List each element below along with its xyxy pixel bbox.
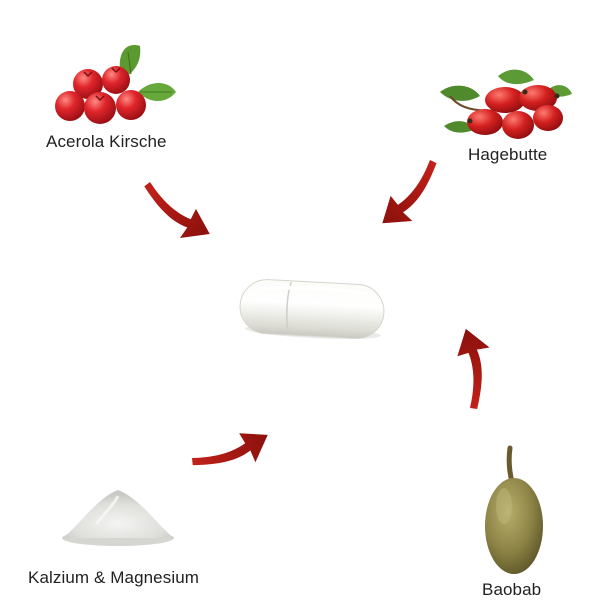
baobab-fruit-icon [485,445,543,574]
capsule-icon [239,279,385,340]
label-hagebutte: Hagebutte [468,145,548,164]
arrow-from-acerola [144,178,210,241]
label-acerola-kirsche: Acerola Kirsche [46,132,167,151]
powder-pile-icon [62,490,174,546]
label-kalzium-magnesium: Kalzium & Magnesium [28,568,200,587]
rosehip-icon [440,69,572,139]
acerola-cherry-icon [55,45,176,124]
arrow-from-kalzium [189,408,270,491]
arrow-from-baobab [428,327,514,413]
label-baobab: Baobab [482,580,542,599]
arrow-from-hagebutte [374,159,445,226]
